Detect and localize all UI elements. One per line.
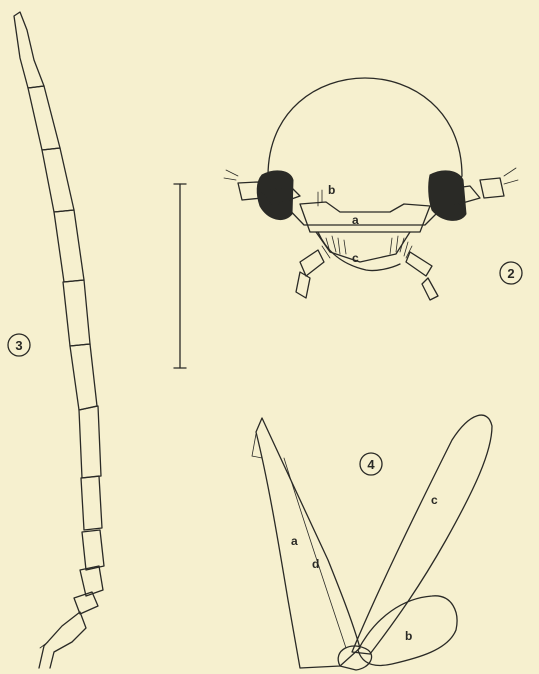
antenna-segment	[28, 86, 60, 150]
figure-4-appendage: a d c b 4	[252, 415, 492, 670]
clypeus	[300, 202, 430, 232]
left-eye	[257, 171, 293, 220]
figure-2-head: a b c 2	[224, 78, 522, 300]
antenna-segment	[82, 530, 104, 570]
label-b: b	[328, 183, 335, 197]
base	[338, 646, 371, 670]
suture-d	[284, 458, 346, 648]
part-a	[256, 418, 360, 668]
figure-3-antenna: 3	[8, 12, 104, 668]
figure-4-number: 4	[367, 457, 375, 472]
antenna-segment	[70, 344, 97, 410]
label-c: c	[431, 493, 438, 507]
left-palp	[296, 250, 324, 298]
label-b: b	[405, 629, 412, 643]
antenna-scape	[39, 612, 86, 668]
right-palp	[406, 252, 438, 300]
antenna-segment	[79, 406, 101, 478]
label-a: a	[291, 534, 298, 548]
figure-2-number: 2	[507, 266, 514, 281]
right-eye	[429, 171, 466, 221]
label-c: c	[352, 251, 359, 265]
antenna-segment	[81, 476, 102, 530]
label-d: d	[312, 557, 319, 571]
antenna-segment	[63, 280, 90, 346]
label-a: a	[352, 213, 359, 227]
scale-bar	[174, 184, 186, 368]
part-c	[352, 415, 492, 654]
antenna-segment	[54, 210, 84, 282]
figure-3-number: 3	[15, 338, 22, 353]
left-mandible	[318, 232, 400, 271]
antenna-segment	[42, 148, 74, 212]
antenna-segment-apical	[14, 12, 44, 88]
